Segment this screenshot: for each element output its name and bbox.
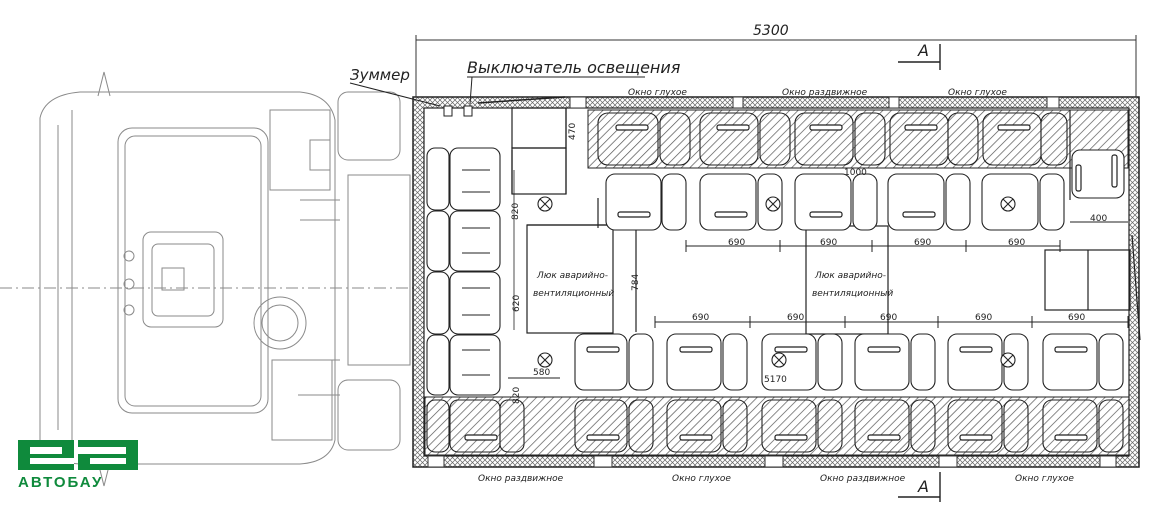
section-label-top: A xyxy=(917,41,929,60)
dim-820-bottom: 820 xyxy=(512,387,522,404)
dim-400: 400 xyxy=(1090,214,1107,224)
dim-580: 580 xyxy=(533,368,550,378)
hatch-2-label-line2: вентиляционный xyxy=(812,289,893,299)
dimension-5300: 5300 xyxy=(753,23,789,39)
dim-470: 470 xyxy=(568,123,578,140)
buzzer-leader xyxy=(349,82,441,107)
buzzer-label: Зуммер xyxy=(350,66,410,84)
top-seat-strip xyxy=(587,109,1129,169)
dim-690-mid-3: 690 xyxy=(914,238,931,248)
window-label-bottom-4: Окно глухое xyxy=(1015,474,1074,484)
window-label-bottom-3: Окно раздвижное xyxy=(820,474,906,484)
dim-784: 784 xyxy=(631,274,641,291)
dim-690-mid-2: 690 xyxy=(820,238,837,248)
buzzer-box xyxy=(443,105,453,117)
wall-window-markers xyxy=(427,96,1117,468)
switch-box xyxy=(463,105,473,117)
top-row-seats xyxy=(597,112,1068,166)
front-bench xyxy=(426,147,501,396)
dim-1000: 1000 xyxy=(844,168,867,178)
bottom-row-seats xyxy=(426,399,1124,453)
light-switch-label: Выключатель освещения xyxy=(467,58,681,77)
avtobau-logo-mark xyxy=(18,440,138,470)
section-marker-top xyxy=(898,44,941,70)
window-label-top-3: Окно глухое xyxy=(948,88,1007,98)
dim-690-mid-4: 690 xyxy=(1008,238,1025,248)
avtobau-logo-text: АВТОБАУ xyxy=(18,474,104,491)
window-label-top-2: Окно раздвижное xyxy=(782,88,868,98)
overall-dimension xyxy=(415,35,1137,97)
dimension-lines xyxy=(508,221,1129,379)
ceiling-lamp-icons xyxy=(537,196,1016,368)
window-label-bottom-1: Окно раздвижное xyxy=(478,474,564,484)
dim-690-low-1: 690 xyxy=(692,313,709,323)
dim-690-low-4: 690 xyxy=(975,313,992,323)
hatch-1-label-line2: вентиляционный xyxy=(533,289,614,299)
cable-line xyxy=(477,96,566,104)
dim-690-low-3: 690 xyxy=(880,313,897,323)
section-label-bottom: A xyxy=(917,477,929,496)
bottom-seat-strip xyxy=(424,396,1130,456)
switch-leader-drop xyxy=(469,76,473,105)
hatch-2-label-line1: Люк аварийно- xyxy=(814,271,886,281)
seat-handles xyxy=(464,124,1118,441)
dim-690-mid-1: 690 xyxy=(728,238,745,248)
dim-5170: 5170 xyxy=(764,375,787,385)
dim-690-low-5: 690 xyxy=(1068,313,1085,323)
dim-690-low-2: 690 xyxy=(787,313,804,323)
window-label-bottom-2: Окно глухое xyxy=(672,474,731,484)
dim-820-top: 820 xyxy=(511,203,521,220)
truck-cab-drawing xyxy=(0,71,420,487)
hatch-1-label-line1: Люк аварийно- xyxy=(536,271,608,281)
window-label-top-1: Окно глухое xyxy=(628,88,687,98)
section-marker-bottom xyxy=(898,472,941,502)
dim-620: 620 xyxy=(512,295,522,312)
